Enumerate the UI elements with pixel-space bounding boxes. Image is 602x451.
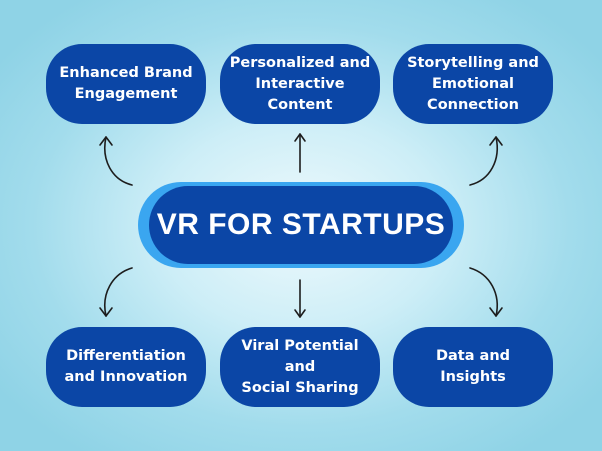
arrow-to-differentiation-innovation	[104, 267, 133, 317]
arrowhead-viral-potential-social-sharing	[294, 309, 306, 318]
center-node: VR FOR STARTUPS	[149, 186, 453, 264]
node-label: Personalized and Interactive Content	[229, 54, 371, 113]
arrow-to-enhanced-brand-engagement	[104, 136, 133, 186]
node-data-insights: Data and Insights	[393, 327, 553, 407]
node-label: Differentiation and Innovation	[64, 348, 188, 385]
center-title: VR FOR STARTUPS	[156, 208, 446, 241]
node-label: Storytelling and Emotional Connection	[407, 54, 539, 113]
arrowhead-personalized-interactive-content	[294, 133, 306, 142]
node-viral-potential-social-sharing: Viral Potential and Social Sharing	[220, 327, 380, 407]
node-personalized-interactive-content: Personalized and Interactive Content	[220, 44, 380, 124]
node-storytelling-emotional-connection: Storytelling and Emotional Connection	[393, 44, 553, 124]
arrowhead-enhanced-brand-engagement	[99, 136, 113, 146]
arrowhead-data-insights	[489, 307, 503, 317]
arrowhead-storytelling-emotional-connection	[489, 136, 503, 146]
arrowhead-differentiation-innovation	[99, 307, 113, 317]
node-enhanced-brand-engagement: Enhanced Brand Engagement	[46, 44, 206, 124]
arrow-to-storytelling-emotional-connection	[469, 136, 498, 186]
arrow-to-data-insights	[469, 267, 498, 317]
node-label: Data and Insights	[435, 348, 511, 385]
node-label: Viral Potential and Social Sharing	[241, 337, 359, 396]
node-differentiation-innovation: Differentiation and Innovation	[46, 327, 206, 407]
node-label: Enhanced Brand Engagement	[59, 65, 193, 102]
